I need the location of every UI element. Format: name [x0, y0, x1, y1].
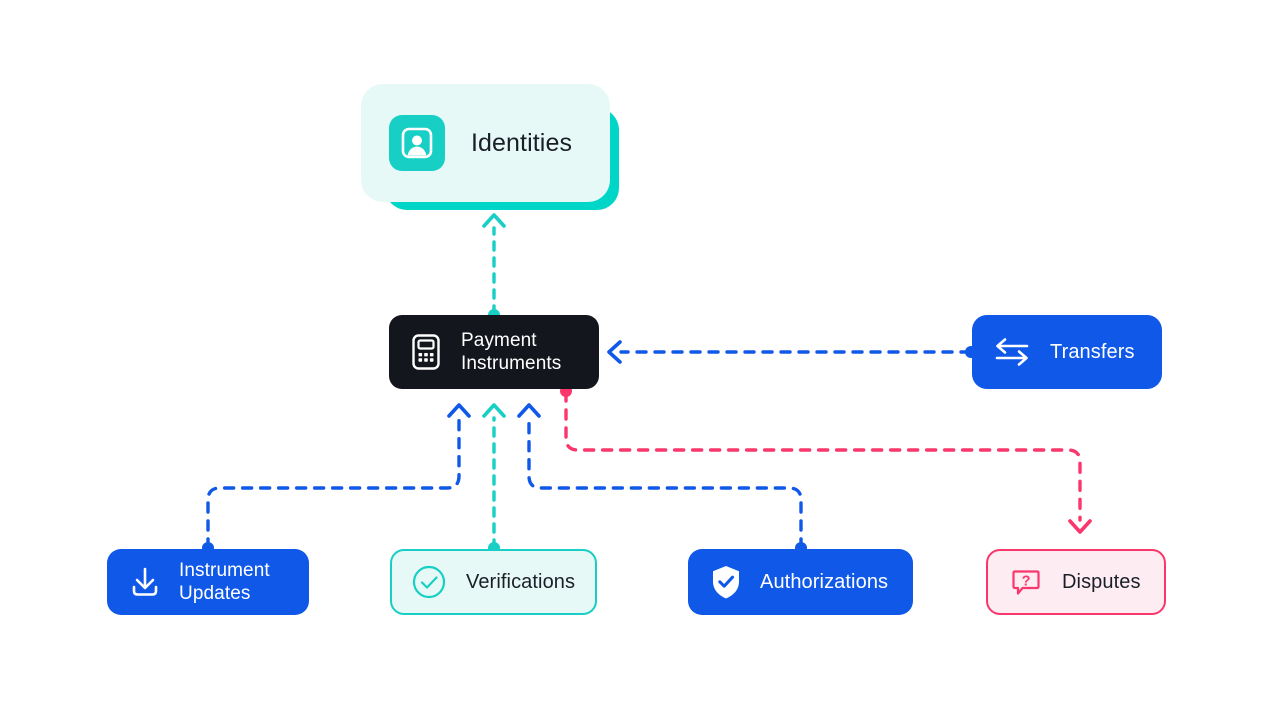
- node-transfers[interactable]: Transfers: [972, 315, 1162, 389]
- node-transfers-label: Transfers: [1050, 340, 1135, 363]
- node-instrument-updates-label: Instrument Updates: [179, 560, 270, 604]
- identity-portrait-icon: [389, 115, 445, 171]
- node-authorizations[interactable]: Authorizations: [688, 549, 913, 615]
- node-verifications[interactable]: Verifications: [390, 549, 597, 615]
- connector-instrument-updates-to-payment-instruments: [202, 403, 471, 554]
- node-disputes[interactable]: ? Disputes: [986, 549, 1166, 615]
- connector-authorizations-to-payment-instruments: [517, 403, 807, 554]
- node-authorizations-label: Authorizations: [760, 570, 889, 593]
- transfer-arrows-icon: [992, 335, 1032, 369]
- node-verifications-label: Verifications: [466, 570, 576, 593]
- node-payment-instruments[interactable]: Payment Instruments: [389, 315, 599, 389]
- question-bubble-icon: ?: [1008, 564, 1044, 600]
- download-icon: [127, 564, 163, 600]
- connector-verifications-to-payment-instruments: [482, 403, 506, 554]
- node-instrument-updates[interactable]: Instrument Updates: [107, 549, 309, 615]
- shield-check-icon: [708, 563, 744, 601]
- connector-transfers-to-payment-instruments: [607, 340, 977, 364]
- node-payment-instruments-label: Payment Instruments: [461, 330, 562, 374]
- node-disputes-label: Disputes: [1062, 570, 1141, 593]
- connector-payment-instruments-to-identities: [482, 213, 506, 321]
- node-identities-label: Identities: [471, 128, 573, 157]
- connector-payment-instruments-to-disputes: [560, 385, 1092, 534]
- check-circle-icon: [410, 563, 448, 601]
- node-identities[interactable]: Identities: [361, 84, 610, 202]
- card-terminal-icon: [409, 333, 443, 371]
- svg-text:?: ?: [1022, 574, 1031, 590]
